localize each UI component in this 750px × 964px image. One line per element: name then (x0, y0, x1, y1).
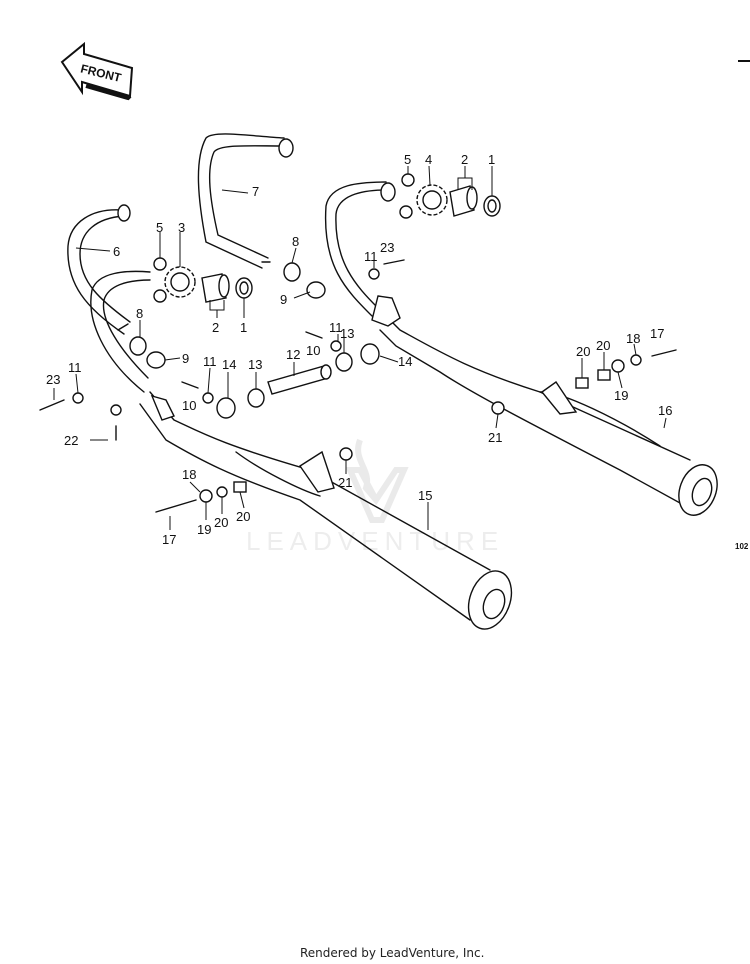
callout: 11 (203, 354, 217, 369)
callout: 21 (488, 430, 502, 445)
callout: 5 (404, 152, 411, 167)
footer-credit: Rendered by LeadVenture, Inc. (300, 946, 484, 960)
callout: 17 (162, 532, 176, 547)
callout: 1 (488, 152, 495, 167)
gasket-1 (235, 195, 501, 299)
connector-pipe-12 (267, 364, 332, 395)
callout: 5 (156, 220, 163, 235)
callout: 15 (418, 488, 432, 503)
callout: 20 (236, 509, 250, 524)
callout: 2 (461, 152, 468, 167)
callout: 18 (626, 331, 640, 346)
callout: 19 (197, 522, 211, 537)
callout: 2 (212, 320, 219, 335)
callout: 12 (286, 347, 300, 362)
callout: 11 (68, 360, 82, 375)
pipe-connectors (129, 262, 380, 419)
callout-numbers: 1 2 4 5 7 6 5 3 2 1 8 9 11 23 8 9 11 23 … (46, 152, 672, 547)
watermark-text: LEADVENTURE (246, 526, 504, 556)
edge-mark (738, 60, 750, 62)
callout: 20 (576, 344, 590, 359)
callout: 8 (292, 234, 299, 249)
callout: 18 (182, 467, 196, 482)
callout: 1 (240, 320, 247, 335)
callout: 10 (306, 343, 320, 358)
callout: 20 (596, 338, 610, 353)
header-pipe-left (90, 270, 151, 393)
flange-4 (416, 184, 448, 216)
callout: 7 (252, 184, 259, 199)
callout: 17 (650, 326, 664, 341)
bolts (39, 259, 677, 513)
callout: 11 (329, 320, 343, 335)
callout: 22 (64, 433, 78, 448)
callout: 20 (214, 515, 228, 530)
callout: 4 (425, 152, 432, 167)
callout: 21 (338, 475, 352, 490)
callout: 14 (222, 357, 236, 372)
front-arrow-icon: FRONT (60, 41, 134, 101)
callout: 9 (280, 292, 287, 307)
callout: 13 (248, 357, 262, 372)
callout: 3 (178, 220, 185, 235)
header-pipe-6 (67, 204, 131, 335)
callout: 9 (182, 351, 189, 366)
leader-lines (53, 165, 667, 530)
callout: 16 (658, 403, 672, 418)
callout: 23 (46, 372, 60, 387)
collar-2 (201, 185, 478, 303)
flange-3 (164, 266, 196, 298)
header-pipe-7 (197, 133, 294, 269)
muffler-16 (371, 295, 718, 516)
muffler-15 (139, 391, 513, 630)
watermark: LEADVENTURE (246, 438, 504, 556)
callout: 6 (113, 244, 120, 259)
callout: 23 (380, 240, 394, 255)
callout: 19 (614, 388, 628, 403)
side-code: 102 (735, 542, 749, 551)
callout: 10 (182, 398, 196, 413)
callout: 11 (364, 249, 378, 264)
callout: 13 (340, 326, 354, 341)
header-pipe-right (324, 181, 396, 317)
callout: 8 (136, 306, 143, 321)
callout: 14 (398, 354, 412, 369)
